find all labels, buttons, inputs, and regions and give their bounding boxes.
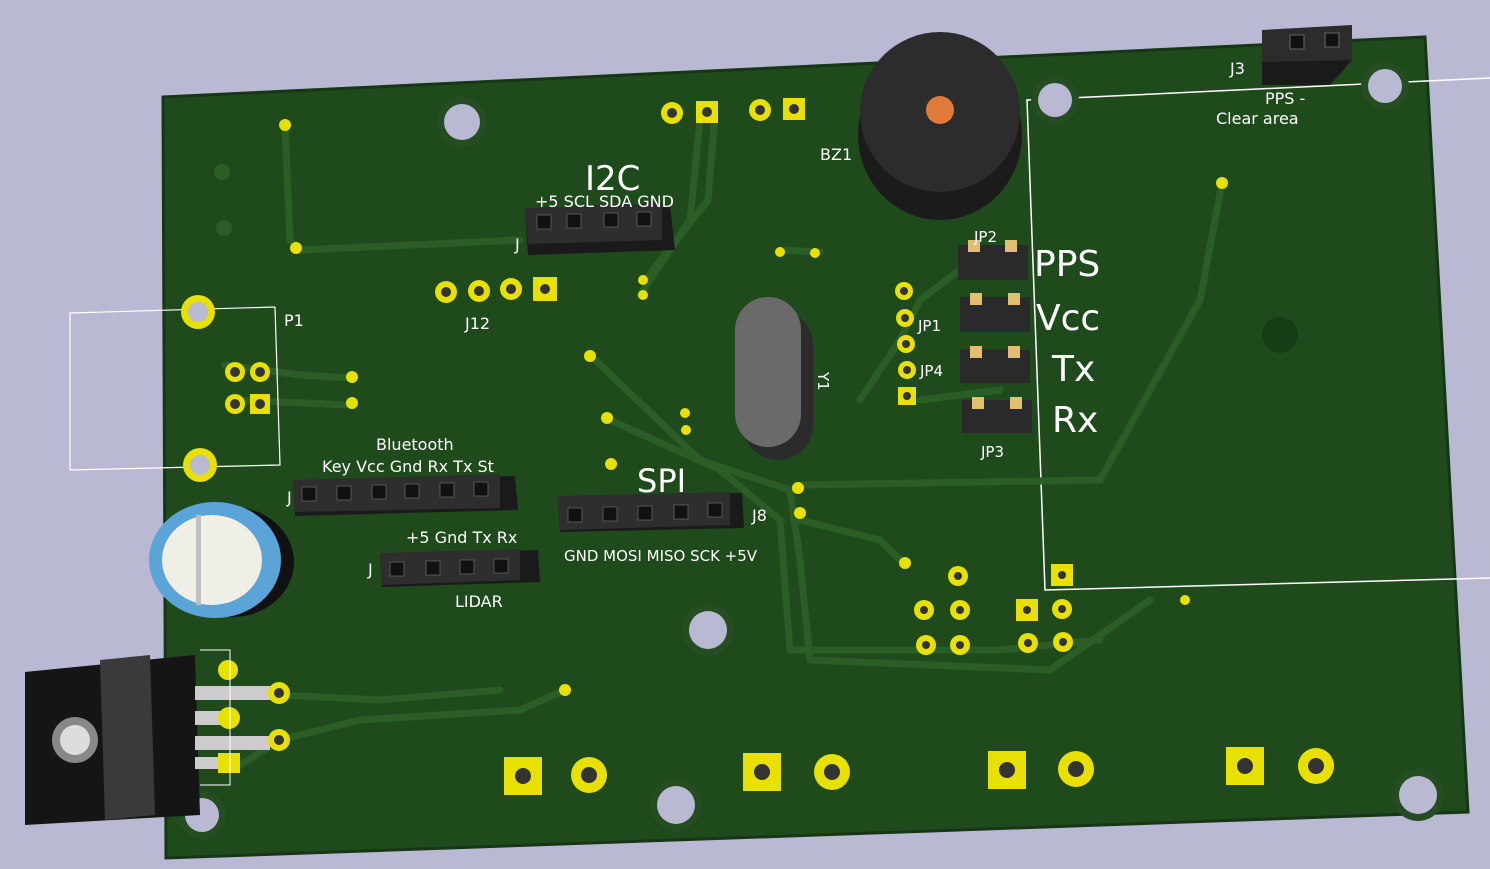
- lidar-ref-label: J: [367, 560, 373, 579]
- bluetooth-ref-label: J: [286, 488, 292, 507]
- tx-label: Tx: [1051, 349, 1095, 390]
- j12-label: J12: [464, 314, 490, 333]
- spi-header: [558, 492, 744, 532]
- top-pads: [661, 98, 805, 124]
- rx-label: Rx: [1052, 400, 1098, 441]
- bluetooth-label: Bluetooth: [376, 435, 454, 454]
- lidar-header: [380, 549, 540, 587]
- spi-title: SPI: [637, 462, 686, 500]
- pps-clear-line2: Clear area: [1216, 109, 1299, 128]
- jp3-label: JP3: [980, 443, 1004, 461]
- j3-label: J3: [1229, 59, 1245, 78]
- mounting-holes: [178, 62, 1444, 839]
- pcb-board: [161, 35, 1470, 860]
- i2c-pin-labels: +5 SCL SDA GND: [535, 192, 674, 211]
- spi-pin-labels: GND MOSI MISO SCK +5V: [564, 547, 758, 565]
- bottom-pads: [504, 747, 1334, 795]
- jumpers: [958, 240, 1032, 433]
- p1-connector: [69, 295, 281, 482]
- p1-label: P1: [284, 311, 304, 330]
- i2c-title: I2C: [585, 159, 640, 199]
- small-vias: [214, 119, 1228, 696]
- buzzer-bz1: [858, 32, 1022, 220]
- y1-label: Y1: [814, 371, 832, 391]
- j12-pads: [435, 277, 557, 303]
- clear-area-outline: [1026, 77, 1490, 591]
- via-column: [895, 282, 916, 405]
- bluetooth-header: [293, 474, 518, 516]
- electrolytic-capacitor: [149, 502, 294, 618]
- bz1-label: BZ1: [820, 145, 852, 164]
- voltage-regulator: [25, 649, 290, 825]
- pps-label: PPS: [1034, 244, 1100, 285]
- mid-pads: [914, 564, 1073, 655]
- jp2-label: JP2: [973, 228, 997, 246]
- jp1-label: JP1: [917, 317, 941, 335]
- i2c-ref-label: J: [514, 235, 520, 254]
- lidar-pin-labels: +5 Gnd Tx Rx: [406, 528, 517, 547]
- vcc-label: Vcc: [1036, 298, 1100, 339]
- j8-label: J8: [751, 506, 767, 525]
- pps-clear-line1: PPS -: [1265, 89, 1305, 108]
- i2c-header: [525, 203, 675, 255]
- jp4-label: JP4: [919, 362, 943, 380]
- crystal-y1: [735, 297, 813, 460]
- bluetooth-pin-labels: Key Vcc Gnd Rx Tx St: [322, 457, 494, 476]
- j3-header: [1262, 25, 1352, 85]
- lidar-label: LIDAR: [455, 592, 503, 611]
